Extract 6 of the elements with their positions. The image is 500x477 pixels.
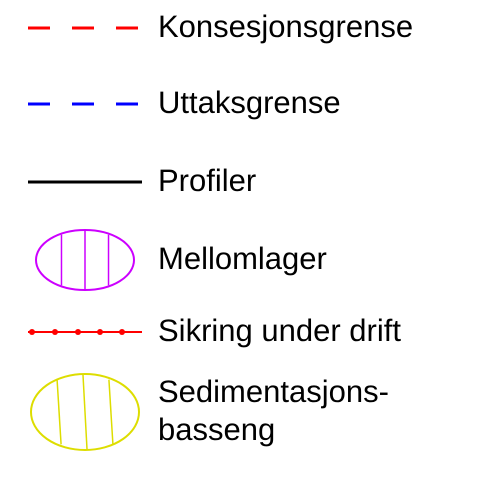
legend-label: Profiler: [158, 162, 258, 200]
legend-label: Mellomlager: [158, 240, 328, 278]
legend-label: Sedimentasjons- basseng: [158, 373, 390, 449]
legend-label: Uttaksgrense: [158, 84, 342, 122]
legend-label: Sikring under drift: [158, 312, 402, 350]
legend-label: Konsesjonsgrense: [158, 8, 414, 46]
